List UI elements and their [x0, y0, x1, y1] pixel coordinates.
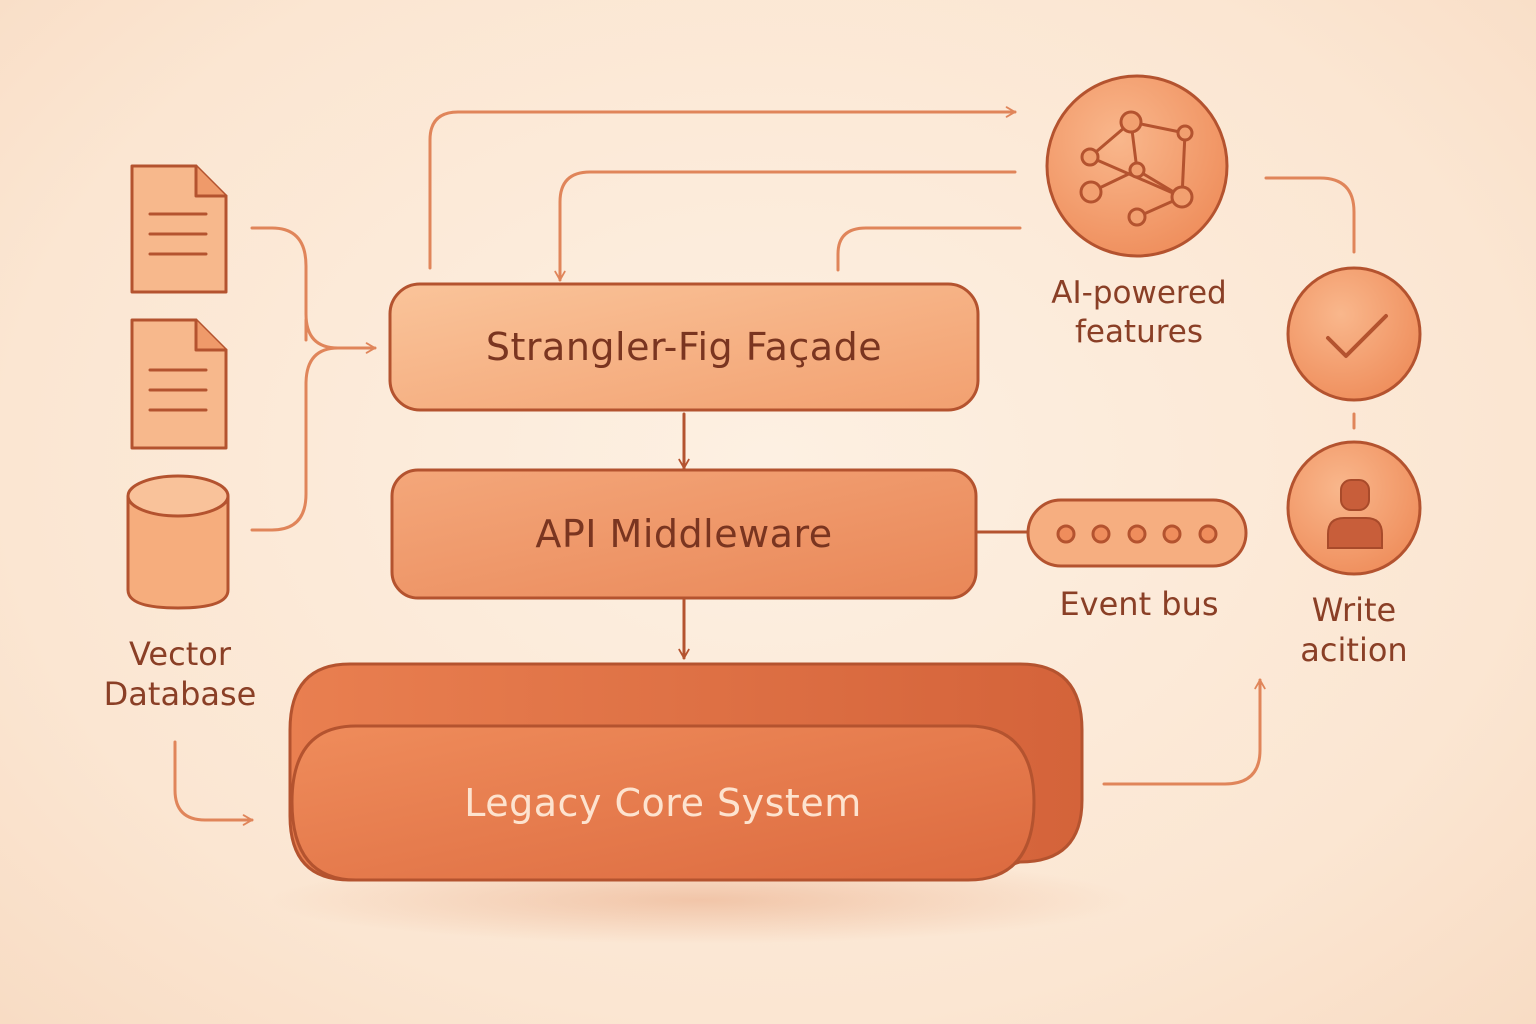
facade-box[interactable] — [388, 282, 980, 412]
event-bus-label: Event bus — [1059, 585, 1219, 623]
connectors — [173, 106, 1356, 826]
facade-label: Strangler-Fig Façade — [485, 325, 883, 369]
write-action-label: Write acition — [1274, 590, 1434, 670]
write-action-label-line1: Write — [1311, 591, 1397, 629]
document-icon — [130, 318, 228, 450]
ai-features-label: AI-powered features — [1026, 274, 1252, 352]
check-circle[interactable] — [1286, 266, 1422, 402]
legacy-core-box[interactable] — [288, 662, 1084, 882]
vector-db-label-line2: Database — [103, 675, 257, 713]
legacy-to-write-action — [1102, 678, 1266, 786]
vector-db-label: Vector Database — [80, 634, 280, 714]
ai-to-check-link — [1264, 176, 1356, 254]
write-action-label-line2: acition — [1300, 631, 1408, 669]
facade-to-ai-arrow-top — [428, 106, 1017, 270]
vertical-flow-arrows — [678, 412, 1030, 660]
facade-ai-link — [836, 226, 1022, 272]
document-icon — [130, 164, 228, 294]
document1-to-facade — [250, 226, 377, 354]
database-to-facade — [250, 346, 340, 532]
ai-features-label-line1: AI-powered — [1051, 275, 1227, 311]
neural-network-icon — [1079, 110, 1194, 227]
cylinder-database-icon — [126, 474, 230, 610]
checkmark-icon — [1326, 314, 1388, 358]
event-bus-dots — [1056, 524, 1218, 544]
vector-db-to-legacy — [173, 740, 254, 826]
middleware-label: API Middleware — [535, 512, 833, 556]
ai-to-facade-arrow — [554, 170, 1017, 282]
ai-features-label-line2: features — [1074, 313, 1204, 350]
middleware-box[interactable] — [390, 468, 978, 600]
vector-db-label-line1: Vector — [129, 635, 231, 673]
user-icon — [1327, 479, 1383, 549]
legacy-core-label: Legacy Core System — [464, 781, 862, 825]
